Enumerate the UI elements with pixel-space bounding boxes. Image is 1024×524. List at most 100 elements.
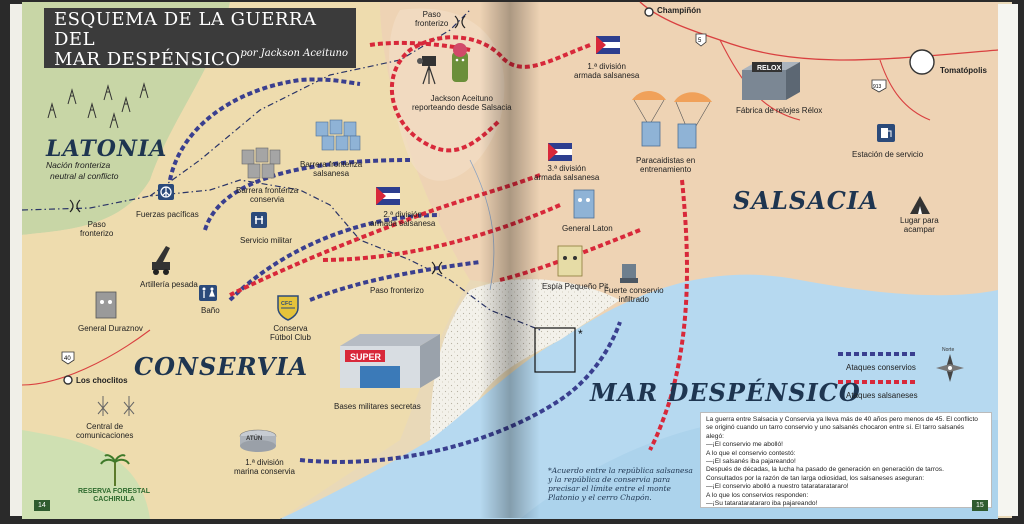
latonia-sub2: neutral al conflicto: [50, 171, 119, 181]
page-number-left: 14: [34, 500, 50, 511]
region-conservia: CONSERVIA: [134, 352, 309, 381]
tent-icon: [910, 196, 930, 214]
flag-div3: [548, 143, 572, 161]
label-paso-left: Paso fronterizo: [80, 220, 114, 239]
champinon-city-dot: [644, 7, 654, 17]
label-bases: Bases militares secretas: [334, 402, 421, 411]
relox-factory-icon: [742, 62, 800, 100]
border-gate-top-icon: [454, 15, 466, 29]
story-line: Consultados por la razón de tan larga od…: [706, 474, 925, 482]
antenna-icons: [97, 396, 135, 416]
infiltrated-fort-icon: [620, 264, 638, 283]
label-futbol: Conserva Fútbol Club: [270, 324, 311, 343]
label-marina: 1.ª división marina conservia: [234, 458, 295, 477]
peace-icon: [158, 184, 174, 200]
conservia-barrier-cans: [241, 147, 281, 179]
label-relox: Fábrica de relojes Rélox: [736, 106, 823, 115]
legend-conservios: Ataques conservios: [846, 363, 916, 372]
gas-station-icon: [877, 124, 895, 142]
author-line: por Jackson Aceituno: [240, 48, 348, 59]
label-servicio: Servicio militar: [240, 236, 293, 245]
palm-tree-icon: [100, 454, 130, 486]
story-line: A lo que los conservios responden:: [706, 491, 809, 499]
label-estacion: Estación de servicio: [852, 150, 924, 159]
compass-north-text: Norte: [942, 347, 954, 353]
road5-shield: [695, 33, 707, 47]
label-choclitos: Los choclitos: [76, 376, 128, 385]
label-barrera-salsanesa: Barrera fronteriza salsanesa: [300, 160, 363, 179]
conservia-region: [22, 2, 470, 519]
asterisk: *: [578, 327, 583, 341]
general-duraznov-can: [95, 291, 117, 319]
oil-derricks: [47, 82, 149, 129]
label-espia: Espía Pequeño Pit: [542, 282, 609, 291]
tuna-can-ship: [239, 429, 277, 452]
reporter-jackson-icon: [417, 43, 468, 85]
choclitos-city-dot: [63, 375, 73, 385]
label-paso-top: Paso fronterizo: [415, 10, 449, 29]
artillery-icon: [152, 246, 170, 275]
road5-text: 5: [698, 38, 702, 44]
road-red-left: [21, 329, 151, 386]
region-salsacia: SALSACIA: [733, 186, 879, 215]
super-sign-text: SUPER: [350, 352, 382, 362]
label-barrera-conservia: Barrera fronteriza conservia: [236, 186, 299, 205]
relox-sign-text: RELOX: [757, 65, 781, 72]
label-duraznov: General Duraznov: [78, 324, 143, 333]
atun-label: ATÚN: [246, 435, 262, 442]
story-line: —¡El salsanés iba pajareando!: [706, 458, 796, 466]
label-artilleria: Artillería pesada: [140, 280, 198, 289]
label-central: Central de comunicaciones: [76, 422, 134, 441]
label-champinon: Champiñón: [657, 6, 701, 15]
tomatopolis-city-dot: [909, 49, 935, 75]
label-laton: General Laton: [562, 224, 613, 233]
paratroopers-icon: [632, 91, 712, 149]
story-line: alegó:: [706, 432, 724, 440]
bathroom-icon: [199, 285, 217, 301]
region-mar-despensico: MAR DESPÉNSICO: [590, 378, 861, 407]
region-latonia: LATONIA: [46, 136, 168, 162]
label-tomatopolis: Tomatópolis: [940, 66, 987, 75]
label-jackson: Jackson Aceituno reporteando desde Salsa…: [412, 94, 512, 113]
spy-pit-can: [557, 245, 583, 277]
label-div2: 2.ª división armada salsanesa: [370, 210, 436, 229]
football-club-shield-icon: [277, 295, 299, 321]
military-service-icon: [251, 212, 267, 228]
story-line: —¡Su tatarataratararo iba pajareando!: [706, 500, 818, 508]
book-gutter: [480, 2, 540, 518]
page-number-right: 15: [972, 500, 988, 511]
beach: [430, 279, 620, 440]
border-gate-mid-icon: [431, 261, 443, 275]
label-reserva: RESERVA FORESTAL CACHIRULA: [78, 488, 151, 504]
salsanese-barrier-cans: [315, 119, 361, 151]
road-red-3: [879, 59, 931, 121]
footnote: *Acuerdo entre la república salsanesa y …: [548, 466, 693, 502]
border-line: [21, 179, 541, 331]
label-paso-mid: Paso fronterizo: [370, 286, 424, 295]
title-line1: ESQUEMA DE LA GUERRA DEL: [54, 9, 317, 50]
page-title: ESQUEMA DE LA GUERRA DEL MAR DESPÉNSICO: [54, 10, 356, 70]
secret-bases-building: [340, 334, 440, 388]
road40-shield: [61, 351, 75, 365]
forest-reserve: [22, 430, 150, 519]
general-laton-can: [573, 189, 595, 219]
story-textbox: La guerra entre Salsacia y Conservia ya …: [700, 412, 992, 508]
latonia-sub1: Nación fronteriza: [46, 160, 111, 170]
cfc-text: CFC: [281, 301, 292, 307]
legend-salsaneses: Ataques salsaneses: [846, 391, 918, 400]
story-line: La guerra entre Salsacia y Conservia ya …: [706, 416, 978, 423]
border-line-north: [149, 9, 471, 197]
road913-text: 913: [873, 84, 882, 90]
label-paracaidistas: Paracaidistas en entrenamiento: [636, 156, 696, 175]
page-stack-right: [998, 4, 1018, 516]
label-lugar: Lugar para acampar: [900, 216, 939, 235]
title-line2: MAR DESPÉNSICO: [54, 49, 241, 70]
label-div3: 3.ª división armada salsanesa: [534, 164, 600, 183]
flag-div2: [376, 187, 400, 205]
label-fuerte: Fuerte conservio infiltrado: [604, 286, 664, 305]
road40-text: 40: [64, 356, 71, 362]
flag-div1: [596, 36, 620, 54]
page-stack-left: [10, 4, 24, 516]
